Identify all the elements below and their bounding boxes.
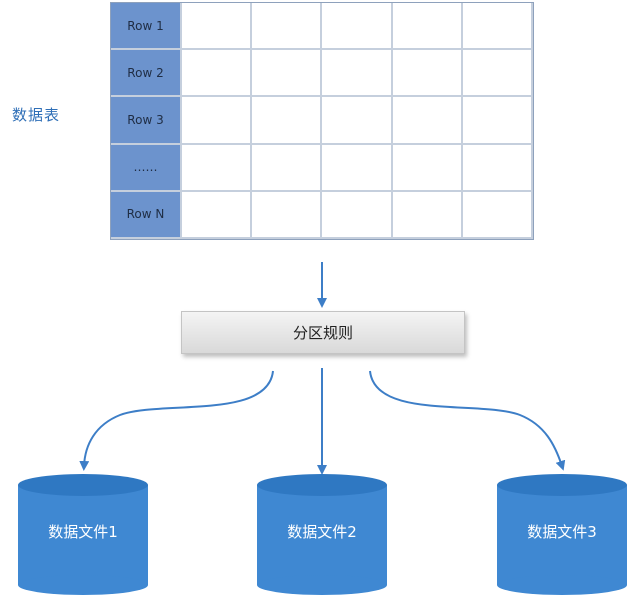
data-table-label: 数据表 (12, 106, 61, 124)
arrow-rule-to-file-1 (79, 370, 274, 471)
table-cell (462, 144, 533, 192)
table-cell (462, 50, 533, 98)
table-cell (252, 50, 323, 98)
table-cell (322, 144, 393, 192)
table-cell (392, 3, 463, 51)
data-file-3-cylinder (497, 474, 627, 595)
arrow-rule-to-file-3 (369, 370, 566, 471)
partition-rule-box: 分区规则 (181, 311, 465, 354)
table-cell (392, 191, 463, 239)
table-cell (462, 191, 533, 239)
table-cell (182, 3, 253, 51)
table-cell (322, 97, 393, 145)
table-cell (252, 191, 323, 239)
table-cell (392, 97, 463, 145)
data-file-2-cylinder (257, 474, 387, 595)
table-cell (322, 3, 393, 51)
row-header: Row N (111, 191, 182, 239)
row-header: Row 3 (111, 97, 182, 145)
table-cell (182, 144, 253, 192)
table-cell (182, 191, 253, 239)
partition-rule-label: 分区规则 (292, 324, 353, 342)
table-cell (462, 3, 533, 51)
table-cell (322, 50, 393, 98)
data-file-2-label: 数据文件2 (287, 523, 357, 541)
row-header: Row 2 (111, 50, 182, 98)
table-cell (252, 97, 323, 145)
table-cell (252, 3, 323, 51)
row-header: …… (111, 144, 182, 192)
row-header: Row 1 (111, 3, 182, 51)
data-file-1-label: 数据文件1 (48, 523, 118, 541)
table-cell (182, 50, 253, 98)
table-cell (322, 191, 393, 239)
table-cell (392, 144, 463, 192)
data-file-3-label: 数据文件3 (527, 523, 597, 541)
table-cell (182, 97, 253, 145)
table-cell (252, 144, 323, 192)
data-table-grid: Row 1 Row 2 Row 3 …… Row N (110, 2, 534, 240)
table-cell (462, 97, 533, 145)
data-file-1-cylinder (18, 474, 148, 595)
table-cell (392, 50, 463, 98)
